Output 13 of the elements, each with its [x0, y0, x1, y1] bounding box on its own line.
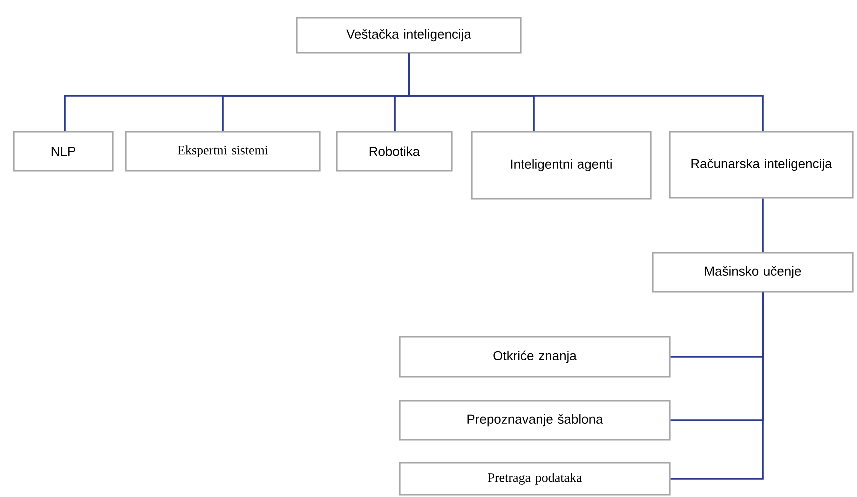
category-box: Računarska inteligencija — [669, 131, 854, 199]
category-box: Veštačka inteligencija — [296, 17, 522, 54]
category-box: Inteligentni agenti — [471, 131, 652, 200]
connector-line — [762, 198, 764, 252]
category-box: Otkriće znanja — [399, 336, 671, 378]
category-box: Prepoznavanje šablona — [399, 400, 671, 441]
category-box: NLP — [13, 131, 114, 172]
category-box: Mašinsko učenje — [652, 252, 854, 293]
connector-line — [670, 292, 764, 480]
category-box: Pretraga podataka — [399, 462, 671, 496]
connector-line — [408, 54, 764, 132]
category-box: Robotika — [336, 131, 453, 172]
category-box: Ekspertni sistemi — [125, 131, 321, 172]
